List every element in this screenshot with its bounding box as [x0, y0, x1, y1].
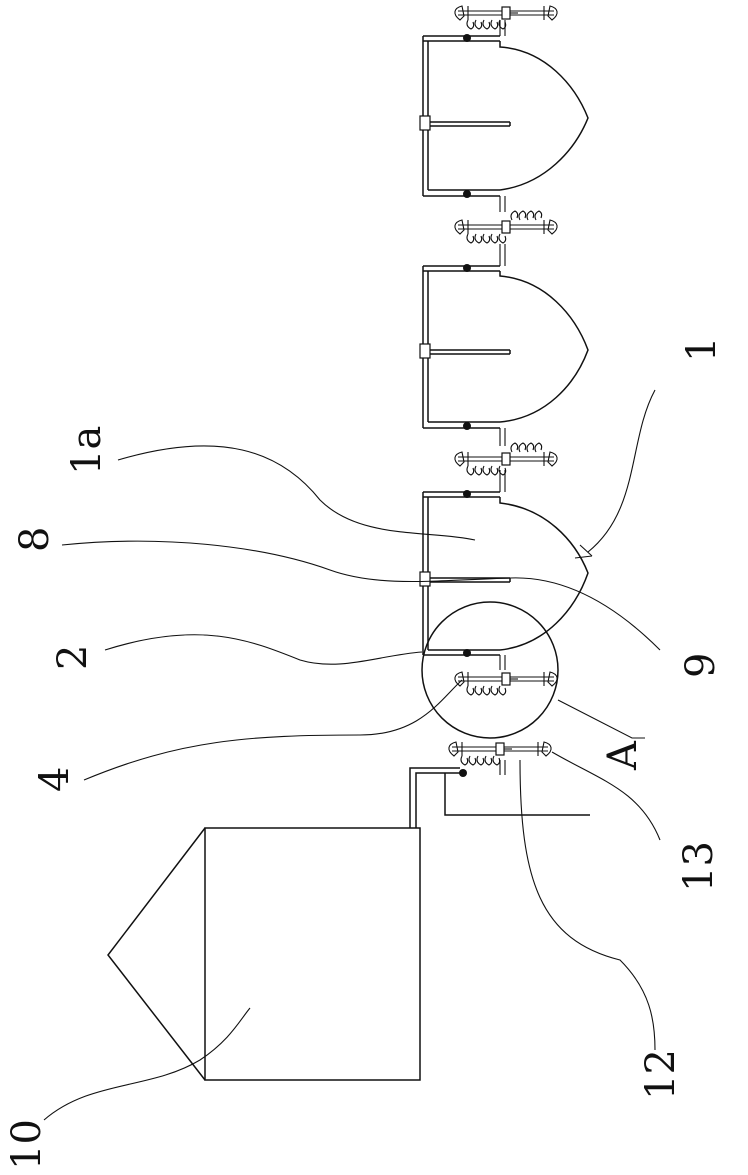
- coupler-3: [455, 672, 557, 695]
- labels: 1 1a 8 2 9 4 A 13 12 10: [4, 337, 725, 1170]
- leader-lines: [44, 390, 660, 1120]
- label-13: 13: [676, 841, 722, 892]
- coupler-1: [455, 211, 557, 243]
- silo-pipe: [410, 760, 590, 828]
- cabin-unit-top: [420, 20, 588, 212]
- label-1a: 1a: [64, 426, 110, 475]
- coupler-top: [455, 6, 557, 29]
- label-1: 1: [679, 337, 725, 362]
- label-4: 4: [32, 767, 78, 792]
- label-a: A: [600, 740, 646, 771]
- detail-circle-a: [422, 602, 558, 738]
- coupler-2: [455, 443, 557, 475]
- silo: [108, 828, 420, 1080]
- label-8: 8: [12, 527, 58, 552]
- label-9: 9: [678, 653, 724, 678]
- label-10: 10: [4, 1119, 50, 1170]
- cabin-unit-lower: [420, 470, 588, 670]
- label-12: 12: [638, 1049, 684, 1100]
- cabin-unit-middle: [420, 244, 588, 446]
- label-2: 2: [50, 645, 96, 670]
